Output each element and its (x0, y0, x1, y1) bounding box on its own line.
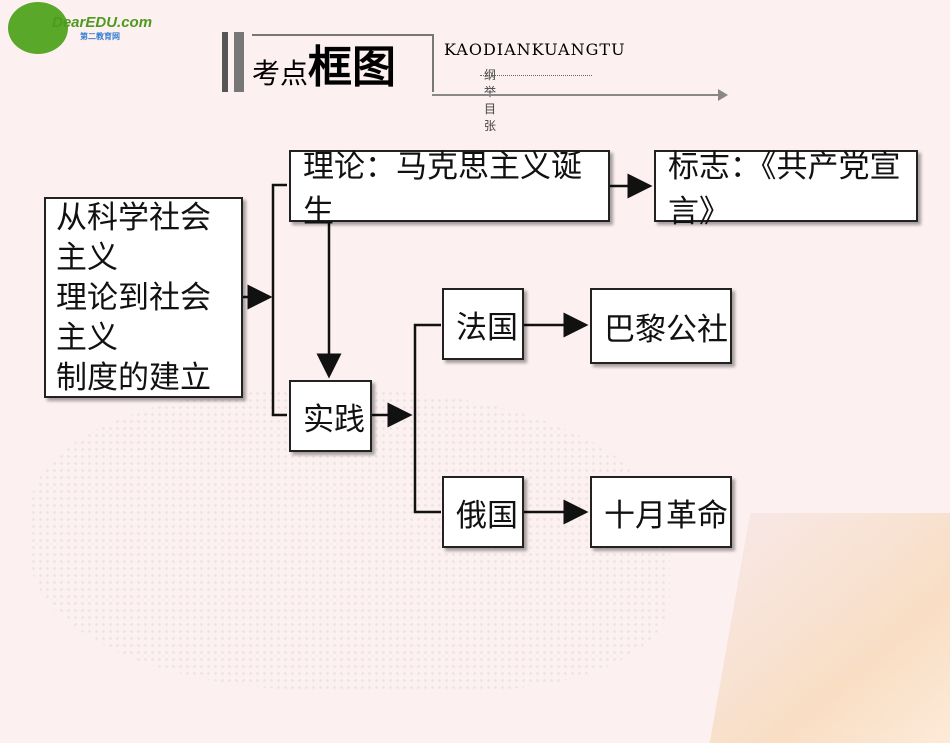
october-revolution-box: 十月革命 (590, 476, 732, 548)
header-pinyin: KAODIANKUANGTU (444, 40, 626, 59)
header-arrow-icon (718, 89, 728, 101)
russia-box: 俄国 (442, 476, 524, 548)
bracket-main (271, 183, 287, 417)
logo: DearEDU.com 第二教育网 (8, 2, 152, 54)
header-title-small: 考点 (252, 57, 309, 90)
main-topic-box: 从科学社会主义 理论到社会主义 制度的建立 (44, 197, 243, 398)
header-dots (480, 75, 592, 76)
logo-circle-icon (8, 2, 68, 54)
france-box: 法国 (442, 288, 524, 360)
bracket-practice (413, 323, 441, 514)
theory-box: 理论：马克思主义诞生 (289, 149, 610, 230)
header-line (432, 94, 722, 96)
main-line-2: 理论到社会主义 (56, 279, 211, 356)
main-line-3: 制度的建立 (56, 359, 211, 396)
paris-commune-box: 巴黎公社 (590, 288, 732, 364)
main-line-1: 从科学社会主义 (56, 199, 211, 276)
header-bar (222, 32, 228, 92)
logo-sub: 第二教育网 (80, 32, 120, 41)
header-title-big: 框图 (308, 42, 397, 93)
header-title: 考点 框图 (252, 34, 434, 92)
diagram-connectors (243, 173, 653, 525)
header-bar (234, 32, 244, 92)
sign-box: 标志：《共产党宣言》 (654, 149, 918, 230)
logo-brand: DearEDU.com (52, 14, 153, 31)
practice-box: 实践 (289, 380, 372, 452)
